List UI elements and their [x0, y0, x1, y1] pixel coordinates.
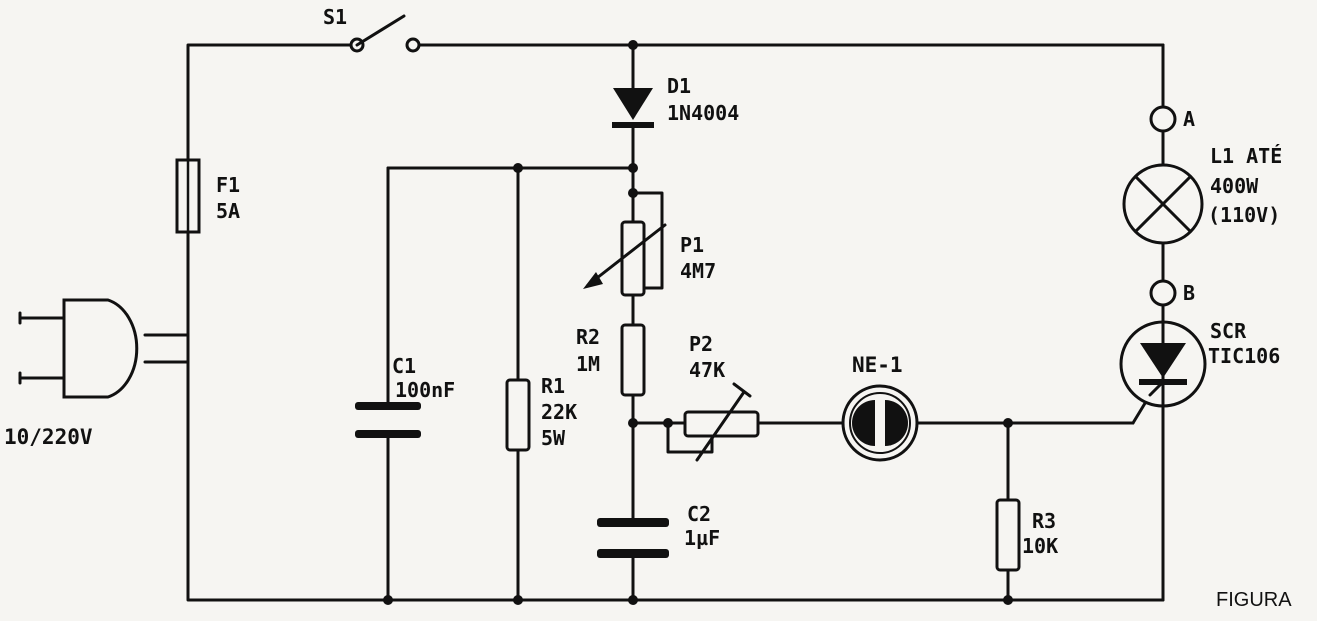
capacitor-c1: C1 100nF — [355, 354, 455, 438]
wire-bottom-rail — [186, 230, 1165, 602]
p2-adjust-line — [695, 390, 746, 462]
terminal-b: B — [1149, 279, 1195, 307]
f1-value: 5A — [216, 199, 240, 223]
p1-body — [620, 220, 646, 297]
scr-triangle — [1140, 343, 1186, 378]
wire-p1-wiper — [631, 191, 664, 290]
c1-plate-bottom — [355, 430, 421, 438]
neon-lamp-ne1: NE-1 — [841, 353, 919, 462]
switch-contact-right — [405, 37, 421, 53]
r3-body — [995, 498, 1021, 572]
lamp-l1-icon: L1 ATÉ 400W (110V) — [1122, 144, 1282, 245]
potentiometer-p1: P1 4M7 — [583, 220, 716, 297]
r3-name: R3 — [1032, 509, 1056, 533]
f1-name: F1 — [216, 173, 240, 197]
scr-value: TIC106 — [1208, 344, 1280, 368]
d1-triangle — [613, 88, 653, 120]
r1-value: 22K — [541, 400, 577, 424]
capacitor-c2: C2 1µF — [597, 502, 720, 558]
power-plug-icon: 10/220V — [4, 298, 139, 449]
junction-dot — [513, 163, 523, 173]
junction-dot — [663, 418, 673, 428]
c1-name: C1 — [392, 354, 416, 378]
resistor-r1: R1 22K 5W — [505, 374, 577, 452]
r2-name: R2 — [576, 325, 600, 349]
l1-name: L1 ATÉ — [1210, 144, 1282, 168]
p1-value: 4M7 — [680, 259, 716, 283]
diode-d1: D1 1N4004 — [612, 74, 739, 128]
p2-name: P2 — [689, 332, 713, 356]
c2-plate-bottom — [597, 549, 669, 558]
scr-gate — [1148, 380, 1165, 397]
scr-thyristor: SCR TIC106 — [1119, 319, 1280, 408]
potentiometer-p2: P2 47K — [683, 332, 760, 462]
junctions — [383, 40, 1013, 605]
supply-label: 10/220V — [4, 425, 93, 449]
junction-dot — [628, 163, 638, 173]
junction-dot — [513, 595, 523, 605]
junction-dot — [1003, 418, 1013, 428]
r1-body — [505, 378, 531, 452]
ne1-electrode-left — [852, 400, 875, 446]
terminal-a: A — [1149, 105, 1195, 133]
d1-bar — [612, 122, 654, 128]
scr-name: SCR — [1210, 319, 1247, 343]
switch-s1: S1 — [323, 5, 421, 53]
junction-dot — [383, 595, 393, 605]
p1-name: P1 — [680, 233, 704, 257]
wire-top-left — [186, 43, 352, 170]
c1-plate-top — [355, 402, 421, 410]
terminal-a-label: A — [1183, 107, 1195, 131]
p2-value: 47K — [689, 358, 725, 382]
junction-dot — [628, 595, 638, 605]
junction-dot — [628, 418, 638, 428]
p2-adjust-tee — [732, 382, 752, 398]
r3-value: 10K — [1022, 534, 1058, 558]
terminal-b-label: B — [1183, 281, 1195, 305]
c1-value: 100nF — [395, 378, 455, 402]
junction-dot — [628, 188, 638, 198]
r2-value: 1M — [576, 352, 600, 376]
ne1-electrode-right — [885, 400, 908, 446]
p1-arrow-shaft — [586, 223, 667, 287]
r1-name: R1 — [541, 374, 565, 398]
l1-voltage: (110V) — [1208, 203, 1280, 227]
c2-value: 1µF — [684, 526, 720, 550]
fuse-f1: F1 5A — [175, 158, 240, 234]
resistor-r2: R2 1M — [576, 323, 646, 397]
d1-value: 1N4004 — [667, 101, 739, 125]
junction-dot — [1003, 595, 1013, 605]
d1-name: D1 — [667, 74, 691, 98]
lamp-cross-2 — [1134, 175, 1192, 233]
c2-name: C2 — [687, 502, 711, 526]
switch-blade — [355, 14, 406, 47]
r2-body — [620, 323, 646, 397]
ne1-label: NE-1 — [852, 353, 903, 377]
s1-label: S1 — [323, 5, 347, 29]
wire-p2-wiper — [666, 421, 714, 454]
figure-caption: FIGURA — [1216, 589, 1292, 611]
l1-power: 400W — [1210, 174, 1259, 198]
resistor-r3: R3 10K — [995, 498, 1058, 572]
p1-arrow-head — [583, 272, 603, 289]
r1-power: 5W — [541, 426, 566, 450]
junction-dot — [628, 40, 638, 50]
c2-plate-top — [597, 518, 669, 527]
